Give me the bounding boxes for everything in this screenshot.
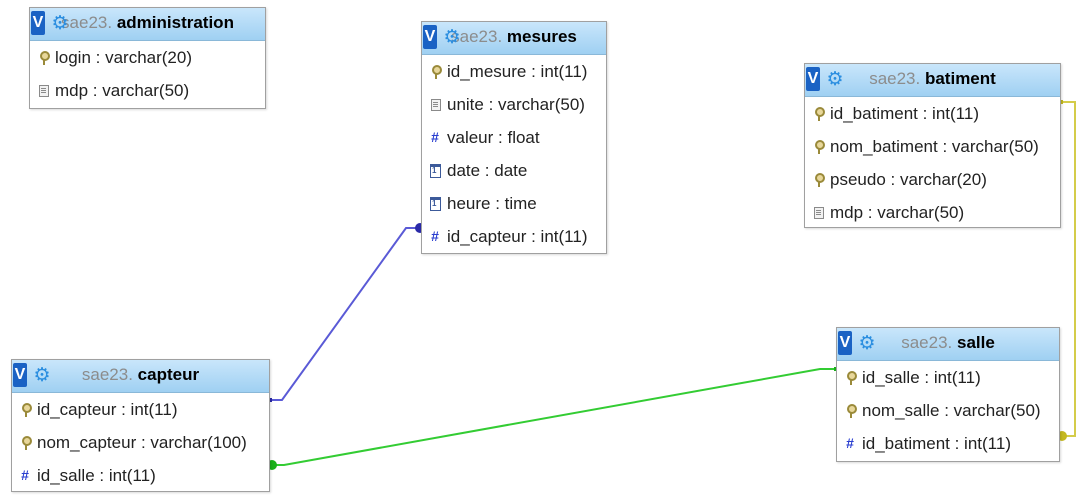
column-label: id_mesure : int(11) [447, 62, 588, 81]
column-row[interactable]: date : date [422, 154, 606, 187]
table-header[interactable]: V ⚙ sae23. salle [837, 328, 1059, 361]
column-label: id_capteur : int(11) [37, 400, 178, 419]
visibility-toggle-icon[interactable]: V [423, 25, 437, 49]
column-label: heure : time [447, 194, 537, 213]
column-label: valeur : float [447, 128, 540, 147]
table-name: mesures [506, 27, 577, 46]
column-row[interactable]: mdp : varchar(50) [30, 74, 265, 107]
column-label: mdp : varchar(50) [55, 81, 190, 100]
column-row[interactable]: heure : time [422, 187, 606, 220]
key-icon [18, 434, 32, 450]
key-icon [843, 369, 857, 385]
column-row[interactable]: id_capteur : int(11) [12, 393, 269, 426]
gear-icon[interactable]: ⚙ [858, 333, 876, 354]
key-icon [811, 171, 825, 187]
relation-capteur-salle[interactable] [267, 367, 837, 470]
gear-icon[interactable]: ⚙ [33, 365, 51, 386]
relation-start-tick [1060, 100, 1063, 104]
table-batiment[interactable]: V ⚙ sae23. batiment id_batiment : int(11… [804, 63, 1061, 228]
gear-icon[interactable]: ⚙ [826, 69, 844, 90]
column-row[interactable]: id_batiment : int(11) [837, 427, 1059, 460]
key-icon [811, 138, 825, 154]
column-row[interactable]: valeur : float [422, 121, 606, 154]
column-label: pseudo : varchar(20) [830, 170, 987, 189]
column-label: id_salle : int(11) [862, 368, 981, 387]
column-label: nom_batiment : varchar(50) [830, 137, 1039, 156]
text-field-icon [36, 82, 50, 98]
database-name: sae23. [81, 365, 133, 384]
text-field-icon [811, 204, 825, 220]
database-name: sae23. [901, 333, 953, 352]
table-header[interactable]: V ⚙ sae23. capteur [12, 360, 269, 393]
key-icon [18, 401, 32, 417]
table-salle[interactable]: V ⚙ sae23. salle id_salle : int(11) nom_… [836, 327, 1060, 462]
column-label: nom_salle : varchar(50) [862, 401, 1041, 420]
numeric-field-icon [843, 435, 857, 451]
column-label: id_batiment : int(11) [830, 104, 979, 123]
visibility-toggle-icon[interactable]: V [13, 363, 27, 387]
gear-icon[interactable]: ⚙ [443, 27, 461, 48]
table-mesures[interactable]: V ⚙ sae23. mesures id_mesure : int(11) u… [421, 21, 607, 254]
table-administration[interactable]: V ⚙ sae23. administration login : varcha… [29, 7, 266, 109]
column-label: date : date [447, 161, 528, 180]
visibility-toggle-icon[interactable]: V [838, 331, 852, 355]
key-icon [36, 49, 50, 65]
column-row[interactable]: nom_salle : varchar(50) [837, 394, 1059, 427]
text-field-icon [428, 96, 442, 112]
visibility-toggle-icon[interactable]: V [806, 67, 820, 91]
database-name: sae23. [61, 13, 113, 32]
column-row[interactable]: mdp : varchar(50) [805, 196, 1060, 229]
column-label: login : varchar(20) [55, 48, 193, 67]
numeric-field-icon [428, 129, 442, 145]
column-row[interactable]: login : varchar(20) [30, 41, 265, 74]
column-label: id_capteur : int(11) [447, 227, 588, 246]
date-field-icon [428, 162, 442, 178]
database-name: sae23. [451, 27, 503, 46]
table-name: salle [956, 333, 995, 352]
table-name: administration [116, 13, 234, 32]
key-icon [428, 63, 442, 79]
numeric-field-icon [18, 467, 32, 483]
column-row[interactable]: nom_batiment : varchar(50) [805, 130, 1060, 163]
date-field-icon [428, 195, 442, 211]
column-row[interactable]: id_mesure : int(11) [422, 55, 606, 88]
gear-icon[interactable]: ⚙ [51, 13, 69, 34]
column-label: unite : varchar(50) [447, 95, 585, 114]
database-name: sae23. [869, 69, 921, 88]
column-row[interactable]: id_salle : int(11) [837, 361, 1059, 394]
table-header[interactable]: V ⚙ sae23. mesures [422, 22, 606, 55]
column-label: id_salle : int(11) [37, 466, 156, 485]
column-row[interactable]: unite : varchar(50) [422, 88, 606, 121]
column-row[interactable]: id_batiment : int(11) [805, 97, 1060, 130]
column-label: nom_capteur : varchar(100) [37, 433, 247, 452]
column-row[interactable]: nom_capteur : varchar(100) [12, 426, 269, 459]
table-name: batiment [924, 69, 996, 88]
visibility-toggle-icon[interactable]: V [31, 11, 45, 35]
numeric-field-icon [428, 228, 442, 244]
key-icon [843, 402, 857, 418]
column-row[interactable]: id_salle : int(11) [12, 459, 269, 492]
column-row[interactable]: pseudo : varchar(20) [805, 163, 1060, 196]
column-label: mdp : varchar(50) [830, 203, 965, 222]
column-row[interactable]: id_capteur : int(11) [422, 220, 606, 253]
key-icon [811, 105, 825, 121]
table-header[interactable]: V ⚙ sae23. batiment [805, 64, 1060, 97]
table-name: capteur [137, 365, 200, 384]
column-label: id_batiment : int(11) [862, 434, 1011, 453]
table-header[interactable]: V ⚙ sae23. administration [30, 8, 265, 41]
relation-start-tick [834, 367, 837, 371]
relation-capteur-mesures[interactable] [269, 223, 425, 402]
table-capteur[interactable]: V ⚙ sae23. capteur id_capteur : int(11) … [11, 359, 270, 492]
relation-start-tick [269, 398, 272, 402]
